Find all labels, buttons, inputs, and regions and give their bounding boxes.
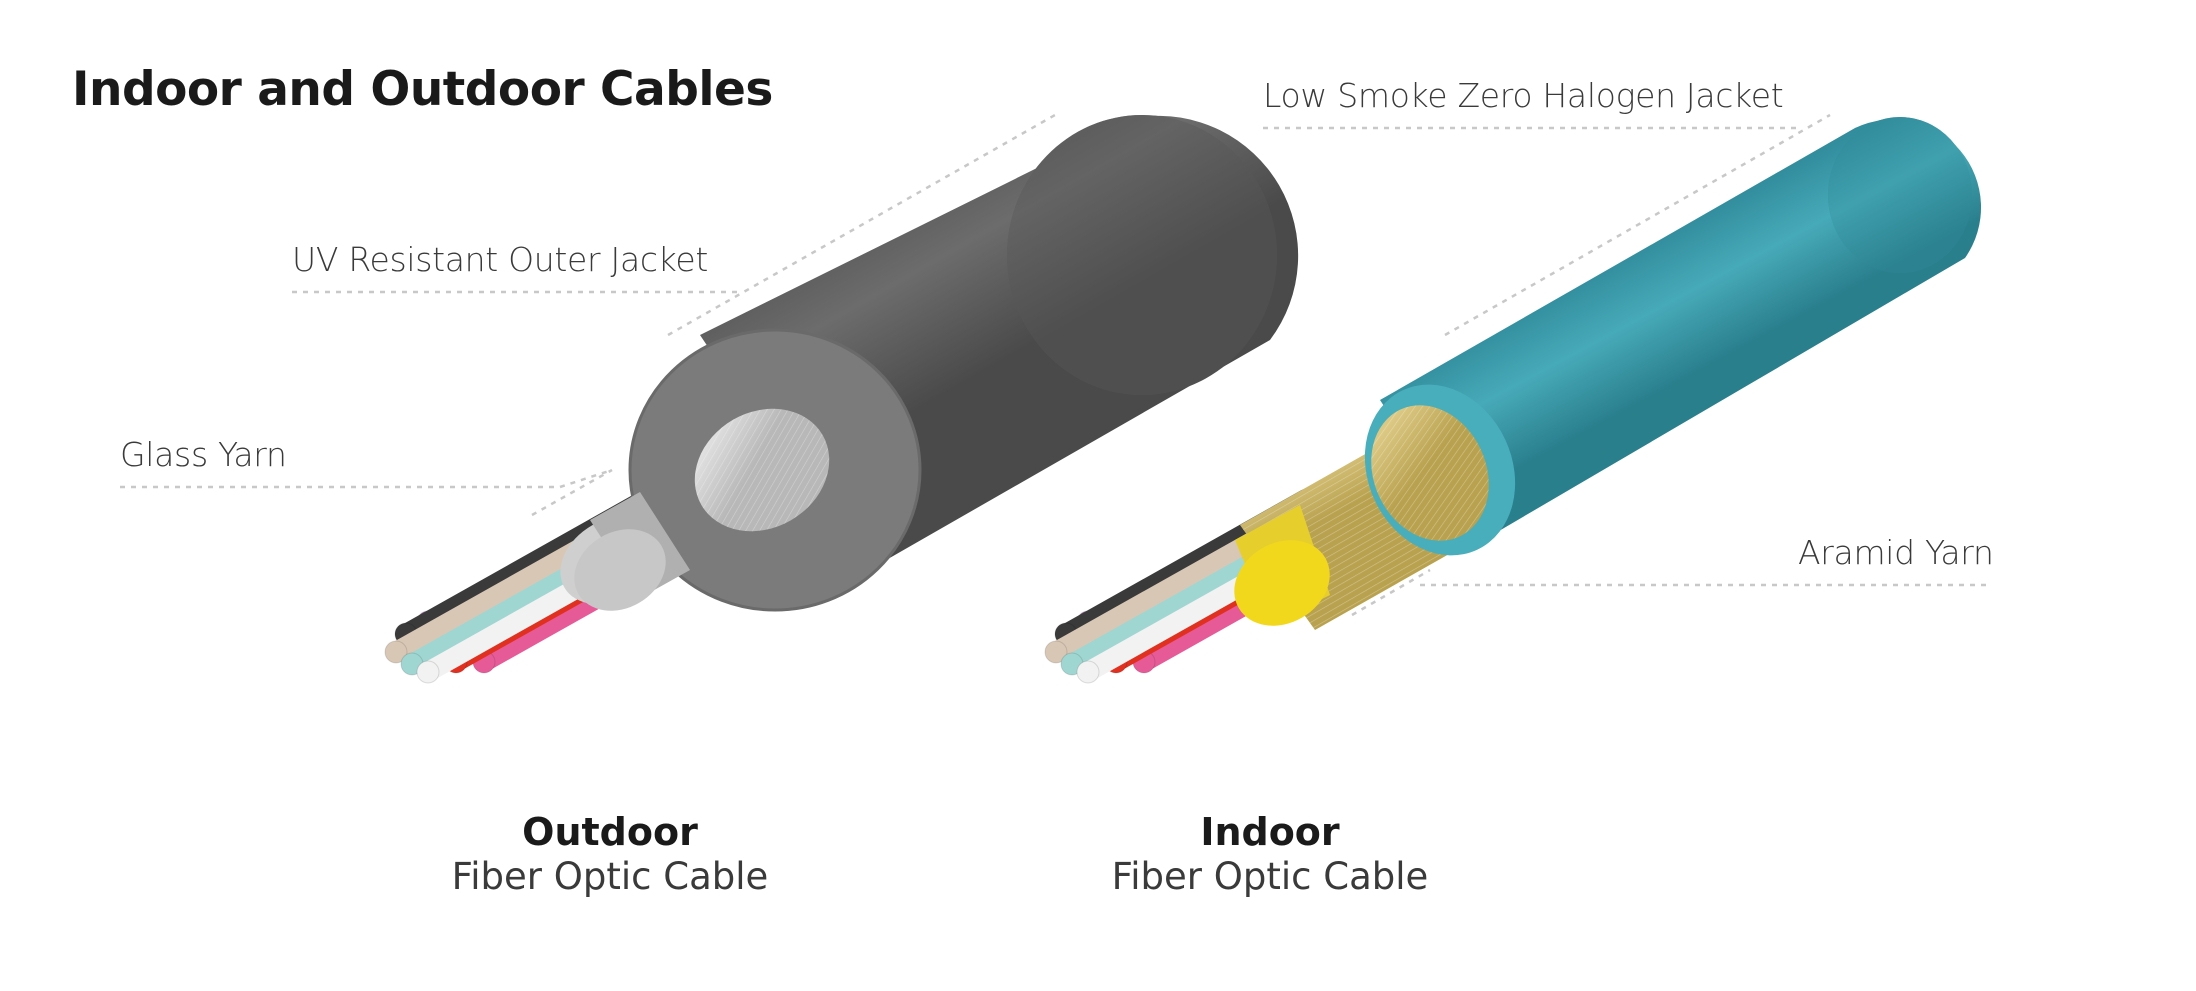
leader-glass-yarn [120,468,613,517]
indoor-jacket-body [1380,119,1982,545]
leader-uv-jacket [292,113,1056,337]
fiber-tip [416,660,440,684]
leader-lines [120,113,1990,617]
fiber-tip [384,640,408,664]
label-aramid-yarn: Aramid Yarn [1798,533,1994,572]
label-uv-resistant-outer-jacket: UV Resistant Outer Jacket [292,240,708,279]
caption-indoor-desc: Fiber Optic Cable [1111,855,1429,898]
fiber-tip [1044,640,1068,664]
indoor-cable [1044,117,1982,684]
label-glass-yarn: Glass Yarn [120,435,287,474]
caption-indoor-type: Indoor [1200,810,1340,854]
outdoor-cable [384,115,1299,684]
leader-aramid-yarn [1351,568,1990,617]
page-title: Indoor and Outdoor Cables [72,62,773,117]
leader-lszh-jacket [1263,113,1831,337]
caption-outdoor-type: Outdoor [522,810,698,854]
fiber-tip [1076,660,1100,684]
label-low-smoke-zero-halogen-jacket: Low Smoke Zero Halogen Jacket [1263,76,1784,115]
caption-outdoor-desc: Fiber Optic Cable [451,855,769,898]
